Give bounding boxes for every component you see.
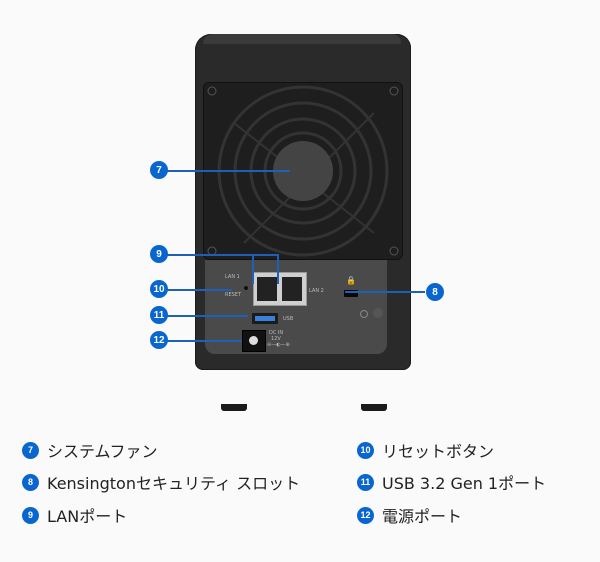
status-led-icon: [360, 310, 368, 318]
lan2-label: LAN 2: [309, 288, 324, 294]
lan1-label: LAN 1: [225, 274, 240, 280]
lan2-port[interactable]: [282, 277, 302, 301]
io-panel: LAN 1 RESET LAN 2 USB DC IN 12V ⊖—◐—⊕ 🔒: [205, 260, 387, 354]
usb-port[interactable]: [252, 313, 278, 324]
kensington-slot[interactable]: [344, 290, 358, 297]
callout-line-9: [166, 254, 278, 256]
usb-label: USB: [283, 316, 294, 322]
legend-label: システムファン: [47, 442, 158, 461]
legend-item-8: 8 Kensingtonセキュリティ スロット: [22, 470, 300, 494]
callout-line-7: [166, 170, 290, 172]
callout-line-10: [166, 289, 232, 291]
nas-rear-view: LAN 1 RESET LAN 2 USB DC IN 12V ⊖—◐—⊕ 🔒: [195, 34, 411, 411]
legend-label: USB 3.2 Gen 1ポート: [382, 474, 547, 493]
callout-badge-12: 12: [150, 331, 168, 349]
legend-label: リセットボタン: [382, 442, 495, 461]
legend-badge: 12: [357, 506, 374, 524]
legend-item-7: 7 システムファン: [22, 438, 158, 462]
polarity-label: ⊖—◐—⊕: [267, 342, 290, 348]
legend-item-11: 11 USB 3.2 Gen 1ポート: [357, 470, 546, 494]
callout-line-8: [345, 291, 425, 293]
callout-badge-11: 11: [150, 306, 168, 324]
device-diagram: LAN 1 RESET LAN 2 USB DC IN 12V ⊖—◐—⊕ 🔒: [150, 34, 444, 411]
callout-line-9b: [277, 254, 279, 284]
lock-icon: 🔒: [346, 276, 356, 285]
foot-right: [361, 404, 387, 411]
legend-label: LANポート: [47, 507, 128, 526]
callout-badge-9: 9: [150, 245, 168, 263]
legend-badge: 9: [22, 506, 39, 524]
callout-badge-7: 7: [150, 161, 168, 179]
reset-button[interactable]: [244, 286, 248, 290]
power-port[interactable]: [242, 330, 266, 352]
legend-badge: 11: [357, 473, 374, 491]
nas-top-edge: [203, 34, 401, 44]
legend-label: 電源ポート: [382, 507, 463, 526]
reset-label: RESET: [225, 292, 242, 298]
callout-line-9a: [252, 254, 254, 284]
callout-badge-10: 10: [150, 280, 168, 298]
power-button[interactable]: [373, 308, 383, 318]
legend-badge: 10: [357, 441, 374, 459]
callout-line-11: [166, 315, 248, 317]
dc-in-label: DC IN: [269, 330, 284, 336]
legend-item-12: 12 電源ポート: [357, 503, 462, 527]
legend-item-10: 10 リセットボタン: [357, 438, 494, 462]
legend-label: Kensingtonセキュリティ スロット: [47, 474, 301, 493]
callout-line-12: [166, 340, 242, 342]
lan1-port[interactable]: [257, 277, 277, 301]
legend-badge: 8: [22, 473, 39, 491]
lan-ports: [253, 272, 307, 306]
voltage-label: 12V: [271, 336, 281, 342]
legend-badge: 7: [22, 441, 39, 459]
callout-badge-8: 8: [426, 283, 444, 301]
system-fan: [203, 82, 403, 260]
legend-item-9: 9 LANポート: [22, 503, 127, 527]
foot-left: [221, 404, 247, 411]
